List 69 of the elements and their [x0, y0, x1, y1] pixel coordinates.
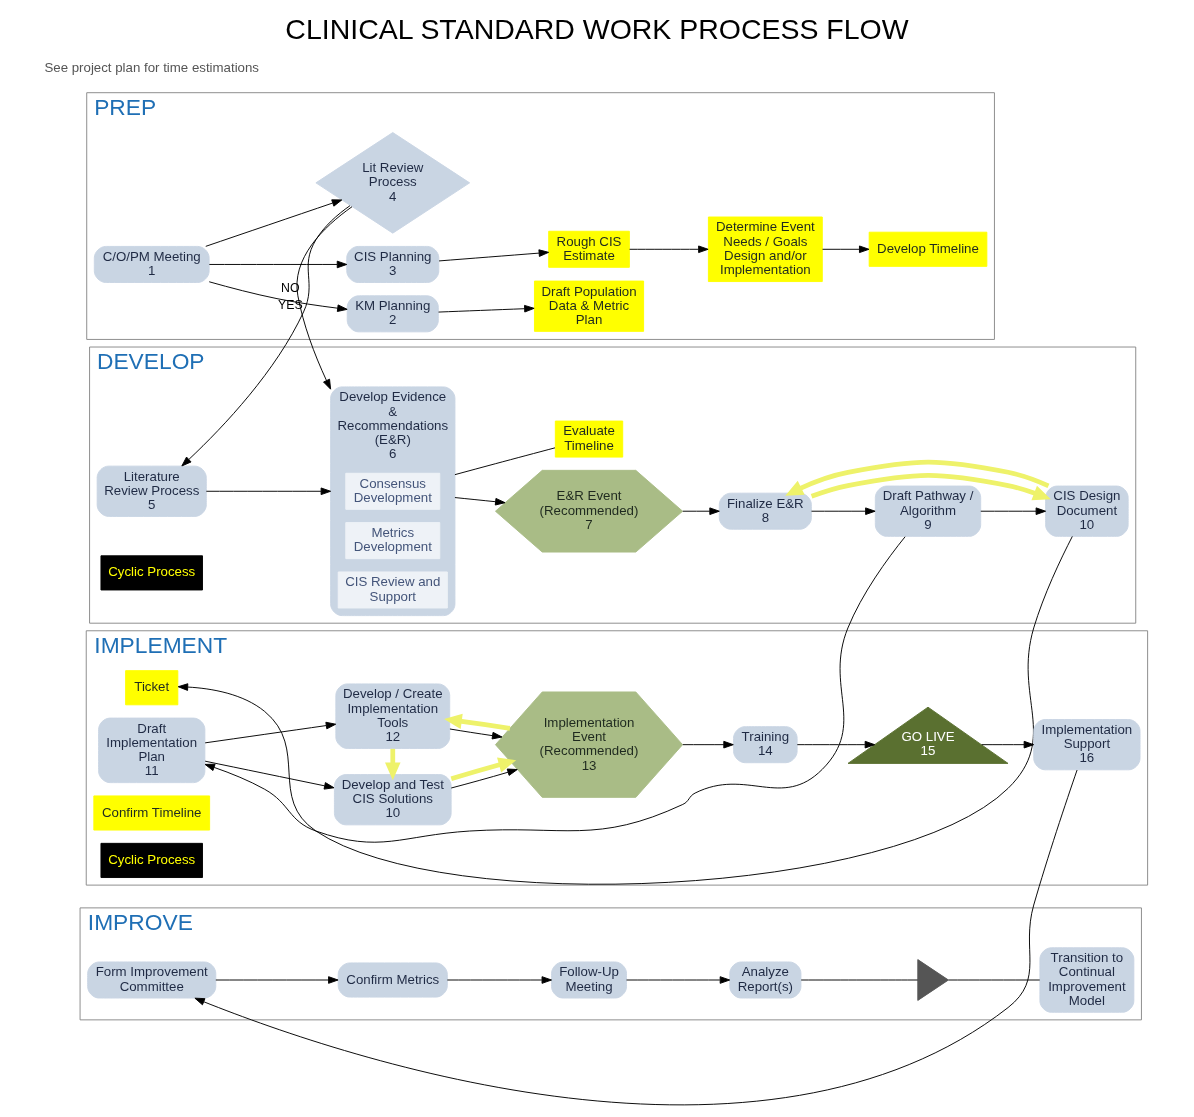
- node-box: Follow-Up Meeting: [551, 961, 627, 999]
- node-box: Finalize E&R 8: [718, 492, 812, 530]
- arrow: [450, 768, 518, 789]
- node-box: Literature Review Process 5: [96, 465, 207, 517]
- arrow: [438, 304, 535, 313]
- node-box: Draft Population Data & Metric Plan: [534, 280, 645, 332]
- node-box: Determine Event Needs / Goals Design and/or Implementation: [707, 216, 823, 283]
- node-box: Consensus Development: [345, 472, 441, 510]
- arrow: [181, 205, 351, 467]
- arrow: [822, 245, 870, 254]
- node-box: Evaluate Timeline: [554, 420, 624, 458]
- node-box: Cyclic Process: [100, 555, 203, 591]
- node-box: Cyclic Process: [100, 842, 203, 878]
- node-box: Draft Implementation Plan 11: [98, 717, 206, 784]
- arrow: [205, 487, 332, 496]
- arrow: [208, 260, 348, 269]
- node-box: Implementation Support 16: [1033, 719, 1141, 771]
- arrow: [215, 976, 339, 984]
- arrow: [785, 459, 1050, 496]
- node-box: CIS Review and Support: [337, 571, 448, 609]
- arrow: [438, 249, 550, 262]
- node-box: C/O/PM Meeting 1: [93, 245, 210, 283]
- edge-label: YES: [277, 297, 303, 312]
- edge-label: NO: [281, 281, 300, 296]
- arrow: [626, 976, 731, 984]
- arrow: [204, 721, 337, 744]
- connector: [454, 447, 556, 476]
- node-box: Confirm Timeline: [93, 795, 211, 831]
- arrow: [629, 245, 709, 254]
- node-box: Develop and Test CIS Solutions 10: [333, 774, 452, 826]
- arrow: [446, 976, 552, 984]
- arrow: [205, 199, 343, 247]
- arrow: [177, 535, 1073, 885]
- node-box: Develop Timeline: [868, 231, 988, 267]
- connector: [800, 979, 919, 981]
- node-box: Rough CIS Estimate: [548, 230, 630, 268]
- arrow: [811, 507, 876, 515]
- arrow: [449, 728, 503, 740]
- diagram-title: CLINICAL STANDARD WORK PROCESS FLOW: [285, 12, 909, 45]
- arrow: [682, 507, 720, 515]
- arrow: [796, 740, 876, 749]
- node-box: CIS Planning 3: [346, 245, 440, 283]
- arrow: [810, 473, 1051, 501]
- arrow: [454, 497, 506, 506]
- arrow: [450, 757, 517, 782]
- node-triangle: [917, 959, 949, 1001]
- arrow: [980, 507, 1047, 515]
- node-diamond: Lit Review Process 4: [315, 132, 471, 234]
- connector: [948, 979, 1041, 981]
- node-box: Analyze Report(s): [729, 961, 802, 999]
- node-box: KM Planning 2: [346, 295, 439, 333]
- arrow: [204, 536, 906, 843]
- node-box: Form Improvement Committee: [87, 961, 217, 999]
- node-box: Develop / Create Implementation Tools 12: [335, 683, 451, 749]
- node-box: Transition to Continual Improvement Model: [1039, 947, 1135, 1013]
- node-box: Ticket: [125, 670, 179, 706]
- node-box: Training 14: [733, 726, 798, 764]
- arrow: [194, 769, 1078, 1105]
- arrow: [208, 281, 348, 312]
- arrow: [204, 760, 335, 790]
- label: See project plan for time estimations: [44, 59, 260, 75]
- arrow: [981, 740, 1035, 749]
- node-box: Metrics Development: [345, 522, 441, 560]
- arrow: [682, 740, 734, 749]
- arrow: [296, 206, 353, 390]
- node-box: Draft Pathway / Algorithm 9: [874, 485, 982, 537]
- node-box: CIS Design Document 10: [1045, 485, 1129, 537]
- arrow: [444, 713, 511, 731]
- node-box: Confirm Metrics: [337, 962, 448, 998]
